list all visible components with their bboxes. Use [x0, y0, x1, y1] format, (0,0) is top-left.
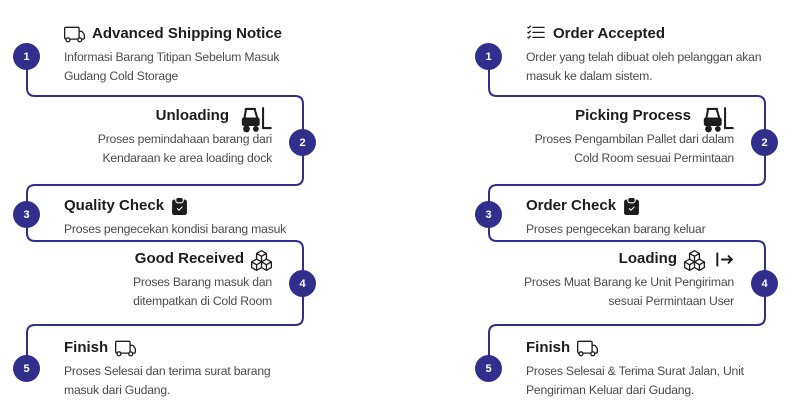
- step-description-line: Pengiriman Keluar dari Gudang.: [526, 383, 695, 397]
- step-description-line: Proses Muat Barang ke Unit Pengiriman: [523, 275, 734, 289]
- flow-step: Unloading Proses pemindahaan barang dari…: [98, 104, 272, 168]
- step-description: Proses Barang masuk dan ditempatkan di Co…: [133, 273, 272, 311]
- clipboard-check-icon: [172, 197, 187, 215]
- step-description-line: Proses Selesai dan terima surat barang: [64, 364, 271, 378]
- clipboard-check-icon: [624, 197, 639, 215]
- list-check-icon: [527, 25, 545, 39]
- step-title-row: Loading: [524, 247, 734, 271]
- flow-step: Picking Process Proses Pengambilan Palle…: [534, 104, 735, 168]
- step-description-line: Proses pengecekan barang keluar: [526, 222, 706, 236]
- truck-icon: [577, 340, 599, 356]
- step-description: Order yang telah dibuat oleh pelanggan a…: [526, 48, 762, 86]
- boxes-icon: [251, 250, 272, 271]
- outbound-flow: Order Accepted Order yang telah dibuat o…: [462, 0, 780, 415]
- step-description-line: Proses pemindahaan barang dari: [97, 132, 272, 146]
- forklift-icon: [241, 106, 272, 132]
- box-arrow-right-icon: [716, 252, 733, 267]
- step-description-line: Proses Selesai & Terima Surat Jalan, Uni…: [526, 364, 744, 378]
- step-number-badge: 5: [475, 355, 502, 382]
- flow-step: Finish Proses Selesai & Terima Surat Jal…: [526, 336, 744, 400]
- step-description: Proses pengecekan kondisi barang masuk: [64, 220, 286, 239]
- step-description-line: Gudang Cold Storage: [64, 69, 179, 83]
- step-description: Proses Selesai dan terima surat barang ma…: [64, 362, 271, 400]
- step-title: Picking Process: [575, 106, 691, 124]
- step-description-line: Order yang telah dibuat oleh pelanggan a…: [526, 50, 762, 64]
- step-number-badge: 4: [289, 270, 316, 297]
- step-description-line: Kendaraan ke area loading dock: [102, 151, 273, 165]
- step-number-badge: 1: [13, 43, 40, 70]
- step-number-badge: 5: [13, 355, 40, 382]
- step-title: Quality Check: [64, 196, 165, 214]
- step-description-line: masuk dari Gudang.: [64, 383, 171, 397]
- step-title: Unloading: [155, 106, 229, 124]
- step-description-line: Cold Room sesuai Permintaan: [574, 151, 734, 165]
- step-title-row: Finish: [526, 336, 744, 358]
- step-description: Proses Selesai & Terima Surat Jalan, Uni…: [526, 362, 744, 400]
- step-title: Finish: [526, 338, 571, 356]
- boxes-icon: [684, 250, 705, 271]
- step-title: Finish: [64, 338, 109, 356]
- flow-step: Loading Proses Muat Barang ke Unit Pengi…: [524, 247, 734, 311]
- step-description-line: Proses pengecekan kondisi barang masuk: [64, 222, 287, 236]
- step-description-line: Informasi Barang Titipan Sebelum Masuk: [64, 50, 280, 64]
- step-description-line: masuk ke dalam sistem.: [526, 69, 653, 83]
- step-title: Order Accepted: [553, 24, 665, 42]
- step-description: Proses Muat Barang ke Unit Pengiriman ses…: [524, 273, 734, 311]
- step-number-badge: 3: [13, 201, 40, 228]
- step-title: Good Received: [134, 249, 244, 267]
- step-number-badge: 4: [751, 270, 778, 297]
- step-title: Order Check: [526, 196, 617, 214]
- step-description-line: Proses Pengambilan Pallet dari dalam: [534, 132, 735, 146]
- step-number-badge: 2: [751, 129, 778, 156]
- step-title-row: Quality Check: [64, 194, 286, 216]
- step-title-row: Good Received: [133, 247, 272, 271]
- flow-step: Good Received Proses Barang masuk dan dit…: [133, 247, 272, 311]
- step-description-line: Proses Barang masuk dan: [132, 275, 272, 289]
- step-number-badge: 3: [475, 201, 502, 228]
- inbound-flow: Advanced Shipping Notice Informasi Baran…: [0, 0, 318, 415]
- truck-icon: [64, 26, 85, 42]
- step-number-badge: 2: [289, 129, 316, 156]
- flow-step: Finish Proses Selesai dan terima surat b…: [64, 336, 271, 400]
- step-title-row: Picking Process: [535, 104, 734, 132]
- forklift-icon: [703, 106, 734, 132]
- flow-step: Advanced Shipping Notice Informasi Baran…: [64, 22, 282, 86]
- flow-step: Quality Check Proses pengecekan kondisi …: [64, 194, 286, 239]
- step-description-line: sesuai Permintaan User: [608, 294, 734, 308]
- step-title-row: Finish: [64, 336, 270, 358]
- flow-step: Order Accepted Order yang telah dibuat o…: [526, 22, 762, 86]
- truck-icon: [115, 340, 137, 356]
- step-description-line: ditempatkan di Cold Room: [133, 294, 272, 308]
- step-title-row: Order Check: [526, 194, 705, 216]
- step-description: Proses pengecekan barang keluar: [526, 220, 706, 239]
- step-title: Loading: [618, 249, 677, 267]
- step-title-row: Advanced Shipping Notice: [64, 22, 282, 44]
- step-number-badge: 1: [475, 43, 502, 70]
- step-title-row: Order Accepted: [526, 22, 761, 44]
- flow-step: Order Check Proses pengecekan barang kel…: [526, 194, 706, 239]
- step-title-row: Unloading: [98, 104, 272, 132]
- step-title: Advanced Shipping Notice: [92, 24, 283, 42]
